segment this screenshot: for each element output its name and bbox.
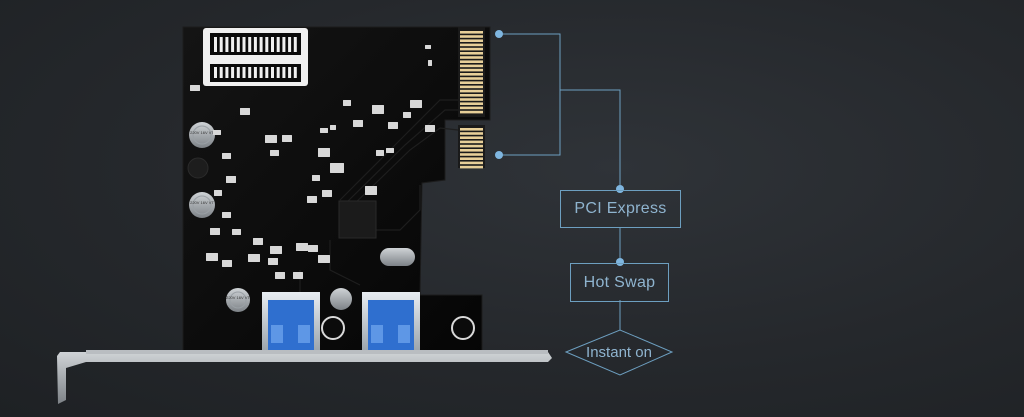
mounting-ring <box>451 316 475 340</box>
connector-lines <box>499 33 621 330</box>
mounting-bracket <box>57 350 552 404</box>
usb-port-1 <box>262 292 320 352</box>
capacitor-label: 220V 16V VT <box>190 200 214 205</box>
capacitor-label: 220V 16V VT <box>226 295 250 300</box>
mounting-ring <box>321 316 345 340</box>
capacitor <box>330 288 352 310</box>
capacitor: 220V 16V VT <box>189 192 215 218</box>
controller-chip <box>338 200 377 239</box>
hot-swap-label: Hot Swap <box>570 263 669 302</box>
usb-port-2 <box>362 292 420 352</box>
capacitor: 220V 16V VT <box>189 122 215 148</box>
capacitor-label: 220V 16V VT <box>190 130 214 135</box>
smd-components <box>190 45 435 279</box>
sata-pins <box>214 37 297 78</box>
instant-on-diamond <box>564 329 674 376</box>
pci-express-label: PCI Express <box>560 190 681 228</box>
capacitor: 220V 16V VT <box>226 288 250 312</box>
crystal-oscillator <box>380 248 415 266</box>
inductor <box>187 157 209 179</box>
pcie-gold-fingers-bottom <box>460 128 483 169</box>
pcie-gold-fingers-top <box>460 31 483 114</box>
connector-nodes <box>495 30 624 266</box>
instant-on-label: Instant on <box>586 343 652 361</box>
